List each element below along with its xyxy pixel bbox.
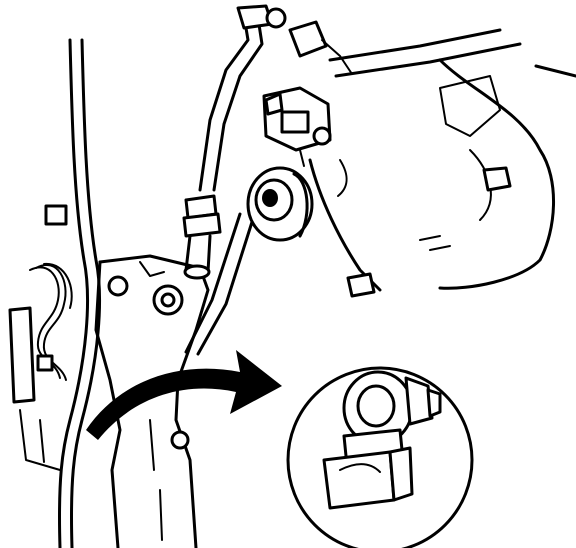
sensor-assembly-icon <box>262 28 522 167</box>
pulley-icon <box>246 166 314 242</box>
wire-harness-icon <box>8 204 73 471</box>
engine-case-icon <box>308 58 576 298</box>
knock-sensor-icon <box>322 370 442 510</box>
center-pipe-icon <box>182 4 328 280</box>
callout-arrow-icon <box>86 350 282 440</box>
rod-icon <box>184 212 254 356</box>
left-pipe-icon <box>57 38 102 548</box>
